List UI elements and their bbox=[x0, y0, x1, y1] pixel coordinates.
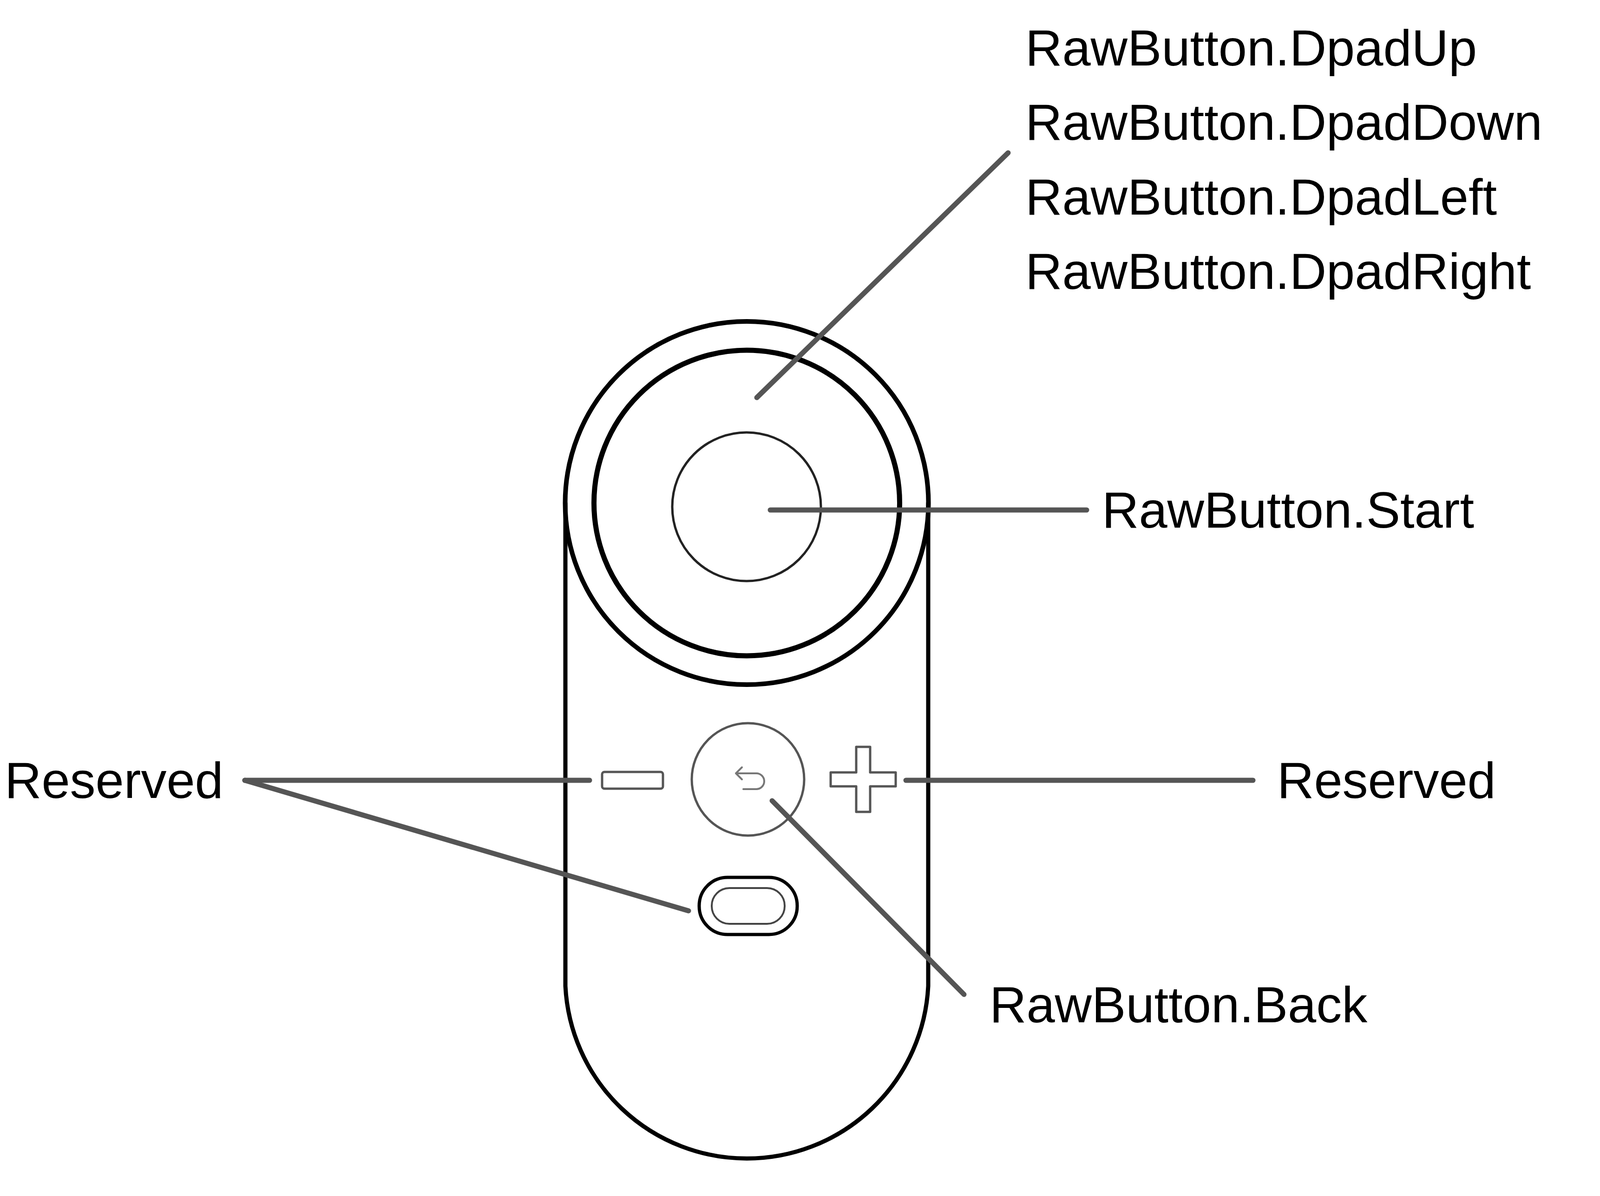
button-label: RawButton.DpadUp bbox=[1025, 22, 1477, 74]
touchpad-outer-ring bbox=[565, 321, 929, 685]
leader-line bbox=[905, 778, 1253, 784]
button-label: RawButton.Start bbox=[1101, 484, 1475, 536]
leader-line bbox=[244, 778, 590, 784]
button-label: RawButton.Back bbox=[989, 979, 1368, 1031]
home-button bbox=[699, 877, 798, 935]
leader-line bbox=[244, 780, 689, 912]
leader-line bbox=[772, 800, 964, 995]
plus-button bbox=[830, 747, 896, 813]
start-button bbox=[672, 432, 821, 582]
back-symbol bbox=[735, 767, 765, 790]
button-label: RawButton.DpadLeft bbox=[1025, 171, 1497, 223]
leader-line bbox=[756, 152, 1009, 398]
reserved-label: Reserved bbox=[1277, 754, 1496, 807]
leader-line bbox=[770, 507, 1087, 513]
controller-body bbox=[565, 503, 929, 1159]
home-button-inner bbox=[711, 888, 785, 925]
reserved-label: Reserved bbox=[4, 754, 224, 807]
button-label: RawButton.DpadRight bbox=[1025, 245, 1531, 297]
minus-button bbox=[602, 772, 663, 789]
touchpad-ring bbox=[594, 350, 900, 656]
button-label: RawButton.DpadDown bbox=[1025, 96, 1543, 148]
